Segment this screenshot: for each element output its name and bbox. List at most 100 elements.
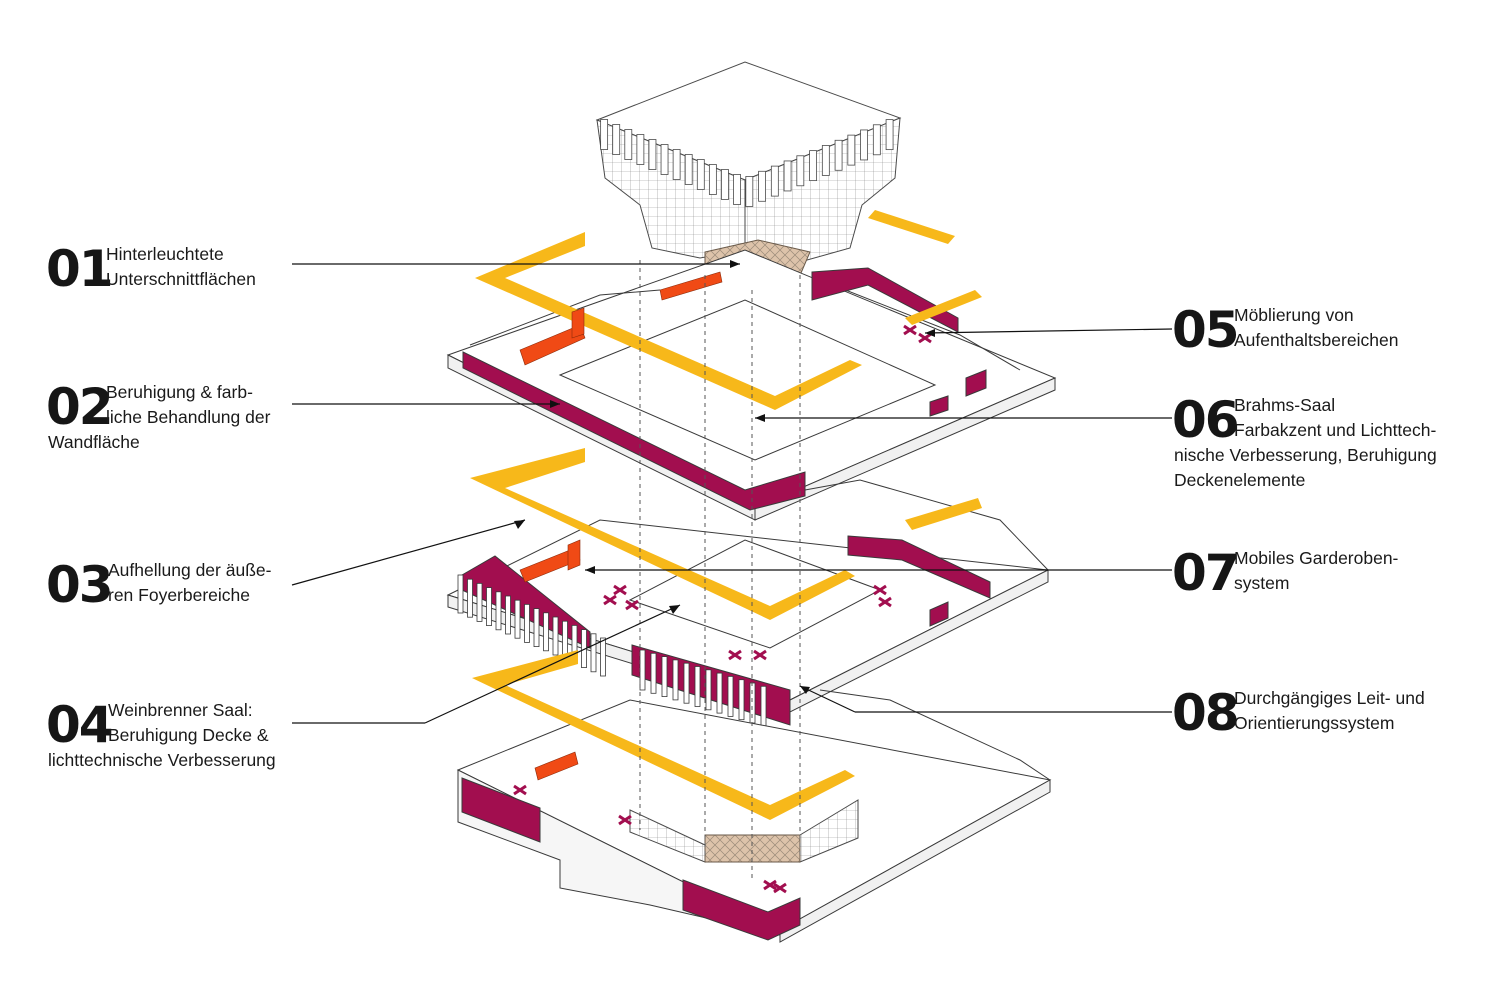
annotation-number: 07: [1172, 544, 1240, 602]
furniture-groups: [513, 324, 932, 894]
magenta-wall-l3-left: [461, 777, 541, 843]
tower-fin: [809, 150, 817, 182]
column: [716, 672, 723, 714]
column: [727, 676, 734, 717]
leader-04b: [424, 604, 681, 724]
leader-arrowheads: [514, 260, 935, 694]
tower-fin: [821, 145, 830, 176]
magenta-wall-l3-front: [682, 879, 801, 941]
column: [705, 669, 712, 711]
annotation-number: 02: [46, 378, 114, 436]
orange-seating-l2: [519, 539, 581, 583]
hatched-soffit-l3: [704, 834, 801, 863]
annotation-number: 08: [1172, 684, 1240, 742]
tower-fin: [648, 139, 657, 170]
furniture-cross: [753, 649, 767, 661]
tower-fin: [684, 154, 693, 185]
tower-fin: [860, 129, 868, 161]
column: [514, 599, 521, 639]
tower-fin: [612, 124, 621, 155]
furniture-cross: [773, 882, 787, 894]
column: [672, 659, 679, 701]
tower-fin: [636, 134, 645, 165]
annotation-text: Hinterleuchtete Unterschnittflächen: [106, 244, 256, 289]
tower-fin: [733, 174, 741, 205]
column: [661, 656, 668, 697]
column: [738, 679, 745, 721]
tower-fin: [721, 169, 729, 200]
yellow-guidance-l1-right: [868, 210, 955, 244]
tower-fin: [624, 129, 633, 160]
colonnade-l2: [457, 574, 767, 727]
column: [486, 587, 492, 626]
annotation-text: Aufhellung der äuße- ren Foyerbereiche: [108, 560, 272, 605]
annotation-number: 04: [46, 696, 114, 754]
column: [590, 633, 597, 673]
furniture-cross: [618, 814, 632, 826]
furniture-cross: [613, 584, 627, 596]
furniture-cross: [903, 324, 917, 336]
leader-05: [924, 328, 1173, 334]
orange-seating-l1: [519, 271, 723, 366]
tower-fin: [770, 165, 779, 197]
magenta-wall-l1-right2: [965, 369, 987, 397]
furniture-cross: [918, 332, 932, 344]
furniture-cross: [513, 784, 527, 796]
yellow-guidance-l2-right: [905, 498, 982, 530]
tower-fin: [847, 134, 856, 166]
tower-volume: [595, 61, 902, 263]
tower-fin: [660, 144, 669, 175]
furniture-cross: [728, 649, 742, 661]
annotation-number: 03: [46, 556, 114, 614]
tower-fin: [834, 139, 843, 171]
annotation-text: Möblierung von Aufenthaltsbereichen: [1234, 305, 1399, 350]
column: [600, 637, 606, 677]
leader-lines: [291, 263, 1173, 724]
annotation-text: Durchgängiges Leit- und Orientierungssys…: [1234, 688, 1425, 733]
tower-fin: [885, 119, 894, 151]
column: [543, 612, 549, 652]
tower-fin: [783, 160, 792, 192]
column: [505, 595, 511, 635]
magenta-wall-l2-back: [847, 535, 991, 599]
tower-fin: [696, 159, 705, 190]
furniture-cross: [603, 594, 617, 606]
column: [650, 652, 657, 694]
furniture-cross: [763, 879, 777, 891]
furniture-cross: [873, 584, 887, 596]
annotation-text-cont: Wandfläche: [48, 432, 140, 452]
column: [533, 608, 540, 647]
annotation-text: Mobiles Garderoben- system: [1234, 548, 1399, 593]
tower-fin: [758, 170, 766, 202]
annotation-number: 01: [46, 240, 114, 298]
yellow-guidance-l1-right2: [905, 290, 982, 325]
column: [524, 604, 530, 643]
column: [457, 574, 464, 614]
tower-fin: [872, 124, 881, 156]
column: [495, 591, 502, 631]
column: [639, 649, 646, 691]
annotation-text-cont: lichttechnische Verbesserung: [48, 750, 276, 770]
orange-seating-l3: [534, 751, 579, 781]
column: [760, 685, 767, 727]
tower-fin: [745, 176, 754, 207]
column: [467, 578, 473, 618]
annotation-text-cont: nische Verbesserung, Beruhigung Deckenel…: [1174, 445, 1437, 490]
tower-fin: [672, 149, 681, 180]
column: [694, 666, 701, 707]
annotation-text: Brahms-Saal Farbakzent und Lichttech-: [1234, 395, 1437, 440]
annotation-number: 06: [1172, 391, 1240, 449]
level-3-slab: [456, 689, 1052, 943]
magenta-wall-l1-front: [462, 351, 806, 511]
tower-fin: [796, 155, 805, 187]
column: [683, 662, 690, 704]
tower-fin: [600, 119, 609, 150]
tower-fin: [708, 164, 717, 195]
annotation-number: 05: [1172, 301, 1240, 359]
magenta-wall-l2-right: [929, 601, 949, 627]
furniture-cross: [625, 599, 639, 611]
column: [476, 583, 483, 622]
annotation-text: Weinbrenner Saal: Beruhigung Decke &: [108, 700, 269, 745]
leader-08b: [799, 685, 856, 713]
